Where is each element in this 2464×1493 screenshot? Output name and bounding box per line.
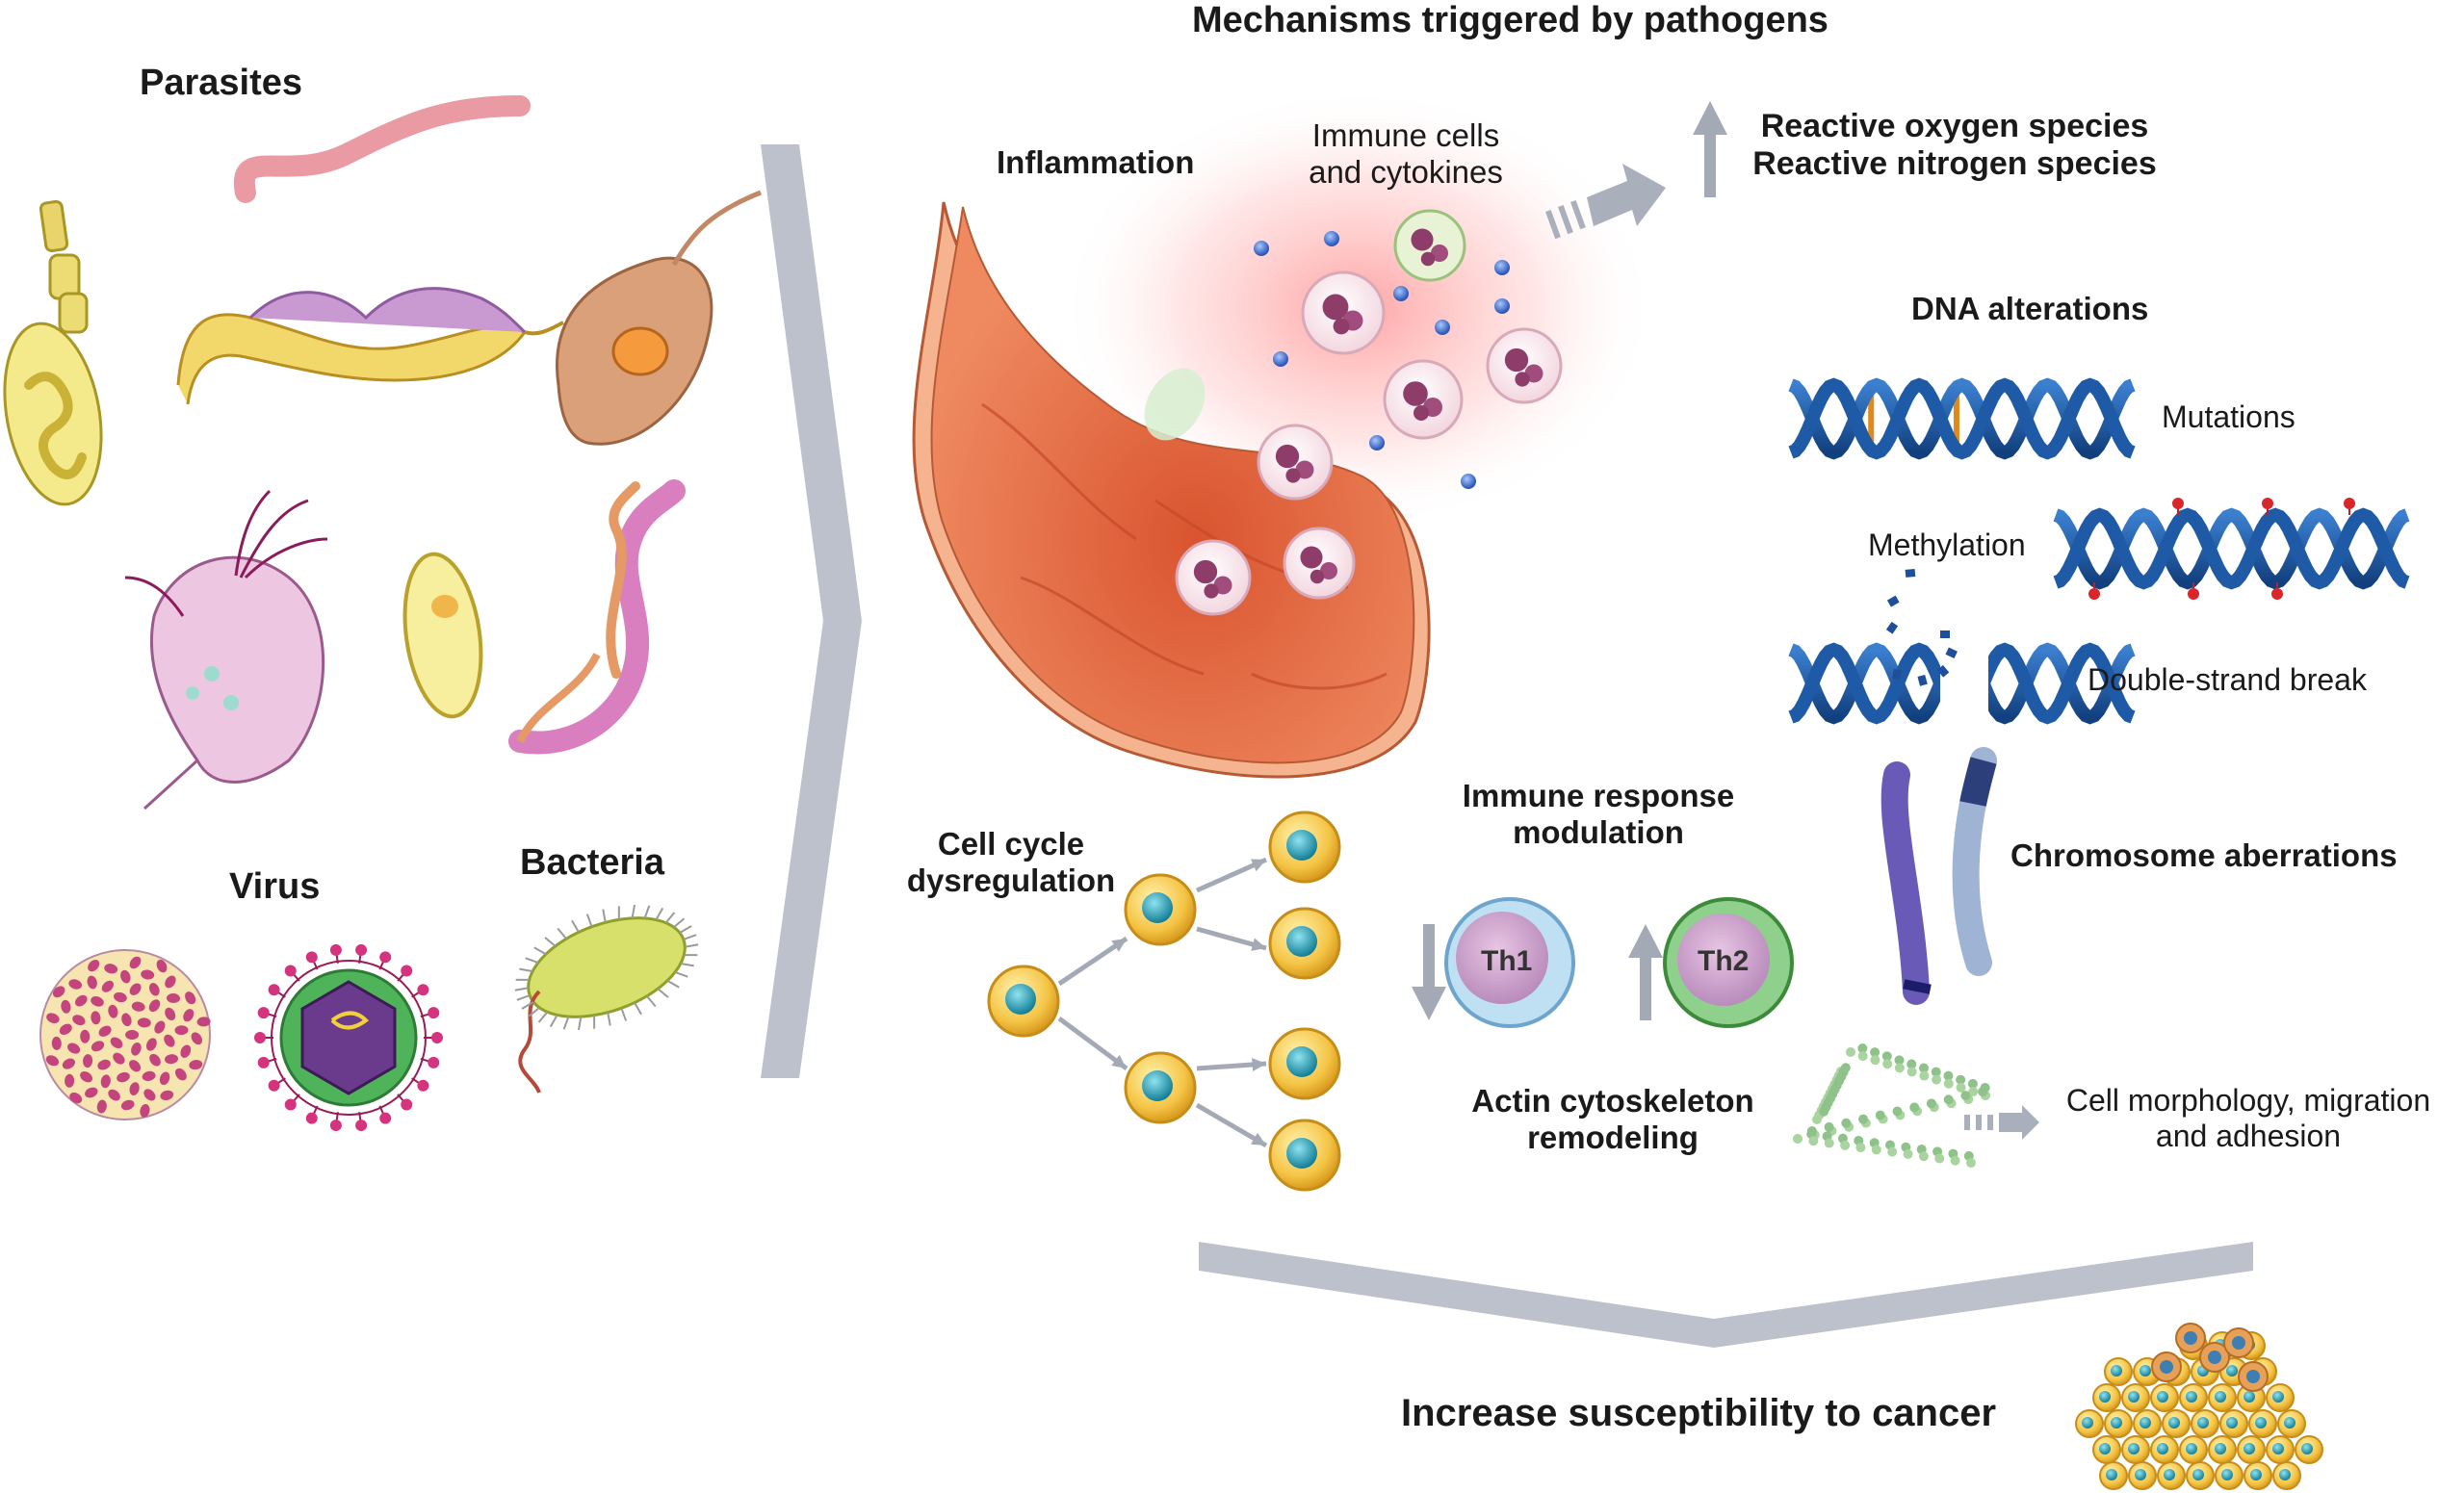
worm-parasite (233, 95, 531, 203)
dna-methylation (2053, 498, 2410, 600)
mutations-label: Mutations (2162, 399, 2295, 434)
leishmania-parasite (556, 190, 762, 446)
cell-cycle-line2: dysregulation (906, 862, 1116, 898)
chromosomes (1880, 747, 1997, 1005)
blood-vessel (912, 201, 1431, 779)
th1-label: Th1 (1481, 945, 1532, 977)
egg-parasite (402, 552, 483, 719)
tapeworm-parasite (3, 199, 103, 506)
ros-label: Reactive oxygen species (1760, 108, 2149, 144)
parasites-label: Parasites (140, 63, 303, 103)
actin-line1: Actin cytoskeleton (1471, 1083, 1754, 1119)
inflammation-label: Inflammation (997, 144, 1195, 180)
immune-cells-line2: and cytokines (1309, 153, 1503, 190)
enveloped-virus (254, 943, 443, 1132)
th2-up-arrow (1628, 924, 1663, 1020)
cancer-label: Increase susceptibility to cancer (1401, 1392, 1997, 1434)
tumor-cluster (2075, 1323, 2323, 1490)
actin-line2: remodeling (1527, 1119, 1699, 1155)
dna-alterations-label: DNA alterations (1911, 291, 2149, 326)
ros-rns-label: Reactive oxygen species Reactive nitroge… (1724, 108, 2186, 183)
immune-response-label: Immune response modulation (1425, 778, 1772, 851)
morphology-line1: Cell morphology, migration (2065, 1083, 2431, 1118)
title: Mechanisms triggered by pathogens (1192, 0, 1829, 40)
ros-up-arrow (1693, 101, 1727, 197)
dna-break (1788, 568, 2136, 727)
actin-label: Actin cytoskeleton remodeling (1449, 1083, 1777, 1156)
methylation-label: Methylation (1868, 528, 2026, 562)
morphology-label: Cell morphology, migration and adhesion (2036, 1083, 2460, 1154)
cell-cycle-label: Cell cycle dysregulation (886, 826, 1136, 899)
th-cells (1412, 897, 1794, 1028)
actin-arrow (1964, 1105, 2039, 1140)
dna-mutations (1788, 377, 2136, 460)
bacteria-label: Bacteria (520, 842, 664, 883)
immune-response-line1: Immune response (1462, 778, 1735, 813)
trichomonas-parasite (124, 489, 328, 811)
double-strand-break-label: Double-strand break (2088, 662, 2367, 697)
bacteria-illustration (514, 904, 699, 1094)
cell-cycle-tree (987, 811, 1341, 1192)
ros-arrow (1545, 164, 1666, 240)
virus-illustrations (39, 943, 443, 1132)
chromosome-aberrations-label: Chromosome aberrations (2010, 837, 2398, 873)
immune-cells-label: Immune cells and cytokines (1290, 117, 1521, 191)
neutrophils (1144, 209, 1563, 616)
parasites-illustrations (3, 95, 762, 811)
trypanosome-parasite (176, 287, 564, 405)
actin-filaments (1793, 1043, 1990, 1168)
immune-cells-line1: Immune cells (1311, 117, 1500, 153)
icosahedral-virus (39, 949, 211, 1120)
cytokine-dots (1254, 231, 1510, 489)
th2-label: Th2 (1698, 945, 1749, 977)
rns-label: Reactive nitrogen species (1752, 145, 2157, 183)
morphology-line2: and adhesion (2155, 1118, 2342, 1153)
bottom-chevron (1199, 1242, 2253, 1348)
th1-down-arrow (1412, 924, 1446, 1020)
virus-label: Virus (229, 866, 321, 907)
chevron-separator (761, 144, 862, 1078)
cell-cycle-line1: Cell cycle (937, 826, 1085, 862)
immune-response-line2: modulation (1513, 813, 1684, 850)
schistosoma-parasite (508, 479, 686, 755)
